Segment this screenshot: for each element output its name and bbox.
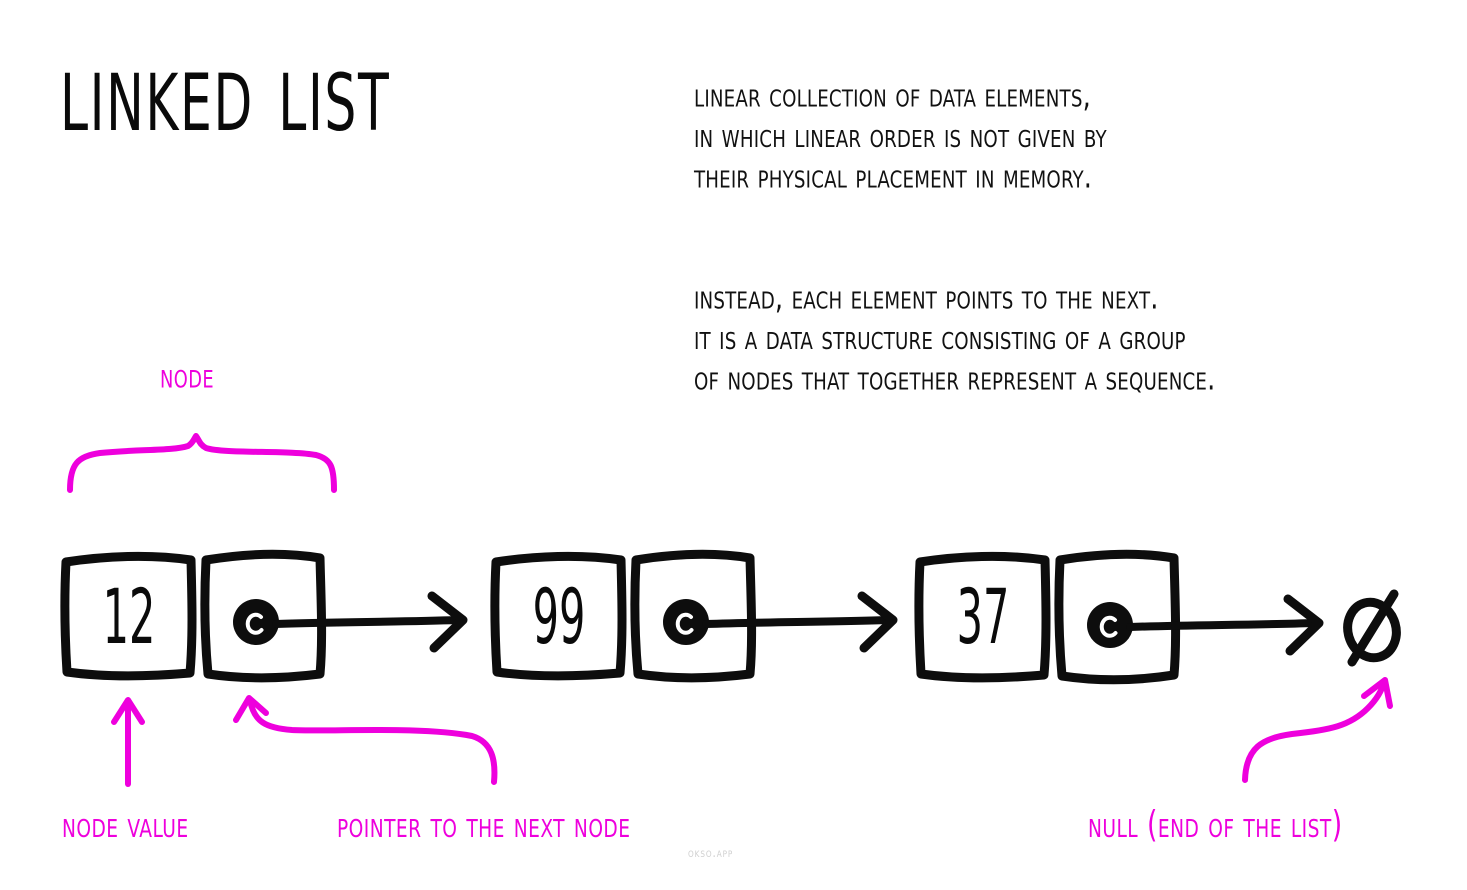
node-1-arrow-head [427,591,468,653]
null-symbol [1343,589,1401,667]
node-1-pointer-cell [200,549,327,683]
annotation-node-value-label: Node value [62,802,189,846]
node-3-pointer-dot [1087,602,1133,648]
node-2-arrow-head [857,591,898,653]
node-2-arrow-shaft [702,616,892,628]
node-2-value: 99 [532,574,586,662]
null-arrow [1242,677,1393,783]
node-3-pointer-cell [1054,549,1181,685]
page-title: Linked List [60,25,391,157]
pointer-arrow [233,695,498,785]
node-value-arrow [111,697,145,787]
node-1-arrow-shaft [272,616,462,628]
node-3-pointer-dot-highlight [1099,615,1118,638]
node-3-value: 37 [956,574,1010,662]
node-brace [67,433,337,493]
description-paragraph-1: Linear collection of data elements, in w… [694,77,1107,196]
node-2-pointer-dot-highlight [675,612,694,635]
annotation-null-label: Null (end of the list) [1088,802,1343,846]
node-3-arrow-head [1283,594,1324,656]
node-2-pointer-dot [663,599,709,645]
description-paragraph-2: Instead, each element points to the next… [694,279,1216,398]
node-2-pointer-cell [630,549,757,683]
node-1-pointer-dot [233,599,279,645]
node-1-value: 12 [102,574,156,662]
watermark: okso.app [688,846,734,861]
node-3-arrow-shaft [1126,619,1318,631]
node-1-pointer-dot-highlight [245,612,264,635]
annotation-pointer-label: Pointer to the next node [337,802,631,846]
annotation-node-label: Node [160,354,215,397]
